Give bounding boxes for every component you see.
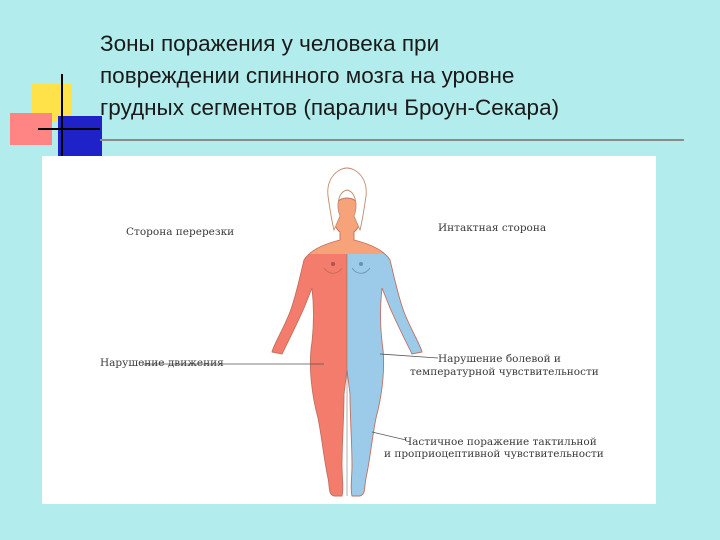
leader-pain-temp bbox=[379, 353, 439, 359]
decor-blue-square bbox=[58, 116, 102, 156]
label-right-side: Интактная сторона bbox=[438, 222, 547, 234]
hair bbox=[327, 167, 367, 232]
label-pain-temp-2: температурной чувствительности bbox=[410, 366, 599, 378]
label-motor-impairment: Нарушение движения bbox=[100, 357, 224, 369]
leader-tactile bbox=[371, 431, 407, 441]
label-left-side: Сторона перерезки bbox=[126, 226, 235, 238]
title-line-1: Зоны поражения у человека при bbox=[100, 31, 440, 56]
left-nipple bbox=[331, 262, 335, 266]
right-nipple bbox=[359, 262, 363, 266]
label-tactile-1: Частичное поражение тактильной bbox=[404, 436, 597, 448]
title-line-2: повреждении спинного мозга на уровне bbox=[100, 63, 515, 88]
title-line-3: грудных сегментов (паралич Броун-Секара) bbox=[100, 95, 560, 120]
decor-vertical-line bbox=[61, 74, 63, 158]
label-pain-temp-1: Нарушение болевой и bbox=[438, 353, 561, 365]
body-diagram-panel: Сторона перерезки Интактная сторона Нару… bbox=[42, 156, 656, 504]
decor-horizontal-line bbox=[38, 128, 100, 130]
body-diagram bbox=[142, 167, 439, 497]
slide-title: Зоны поражения у человека при повреждени… bbox=[100, 28, 700, 124]
label-tactile-2: и проприоцептивной чувствительности bbox=[384, 448, 604, 460]
title-underline bbox=[100, 139, 684, 141]
